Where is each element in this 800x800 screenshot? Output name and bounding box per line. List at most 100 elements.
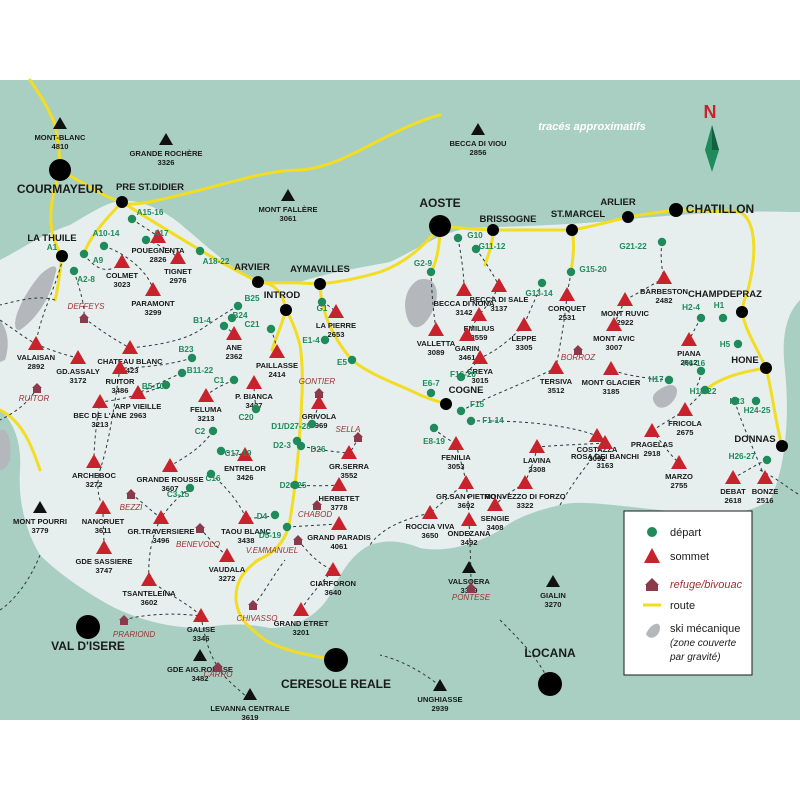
start-c20[interactable]: C20 [238, 404, 261, 422]
start-f1-14[interactable]: F1-14 [466, 416, 504, 426]
village-hone[interactable]: HONE [731, 355, 772, 374]
start-d5-19[interactable]: D5-19 [259, 522, 292, 540]
start-f16-20[interactable]: F16-20 [450, 370, 476, 382]
start-e5[interactable]: E5 [337, 355, 357, 367]
start-b1-4[interactable]: B1-4 [193, 316, 229, 331]
village-introd[interactable]: INTROD [264, 290, 301, 316]
start-h5[interactable]: H5 [720, 339, 743, 349]
start-c3-15[interactable]: C3-15 [167, 483, 195, 499]
start-c17-19[interactable]: C17-19 [216, 446, 252, 458]
hut-pontese[interactable]: PONTESE [452, 583, 491, 602]
village-champdepraz[interactable]: CHAMPDEPRAZ [688, 289, 762, 318]
start-d20-25[interactable]: D20-25 [280, 480, 307, 490]
start-a10-14[interactable]: A10-14 [93, 229, 120, 251]
start-h1[interactable]: H1 [714, 301, 728, 323]
hut-sella[interactable]: SELLA [336, 425, 363, 442]
start-d1-d27-28[interactable]: D1/D27-28 [271, 419, 317, 431]
village-cogne[interactable]: COGNE [440, 385, 483, 410]
start-g21-22[interactable]: G21-22 [619, 237, 667, 251]
start-c21[interactable]: C21 [244, 320, 276, 334]
start-h6-16[interactable]: H6-16 [683, 359, 706, 376]
village-st-marcel[interactable]: ST.MARCEL [551, 209, 606, 236]
start-g13-14[interactable]: G13-14 [525, 278, 553, 298]
town-locana[interactable]: LOCANA [524, 646, 576, 696]
start-d2-3[interactable]: D2-3 [273, 436, 302, 450]
town-aoste[interactable]: AOSTE [419, 196, 461, 237]
town-courmayeur[interactable]: COURMAYEUR [17, 159, 104, 196]
town-ceresole[interactable]: CERESOLE REALE [281, 648, 391, 691]
start-h23[interactable]: H23 [729, 396, 745, 406]
village-aymavilles[interactable]: AYMAVILLES [290, 264, 350, 290]
start-c2[interactable]: C2 [195, 426, 218, 436]
hut-deffeys[interactable]: DEFFEYS [68, 302, 106, 323]
start-e8-19[interactable]: E8-19 [423, 423, 445, 446]
hut-chivasso[interactable]: CHIVASSO [237, 600, 278, 623]
start-b23[interactable]: B23 [178, 345, 197, 363]
hut-carro[interactable]: CARRO [204, 662, 233, 679]
start-g15-20[interactable]: G15-20 [566, 265, 607, 277]
village-brissogne[interactable]: BRISSOGNE [479, 214, 537, 236]
start-c1[interactable]: C1 [214, 375, 239, 385]
start-h17[interactable]: H17 [648, 375, 674, 385]
hut-gontier[interactable]: GONTIER [299, 377, 336, 398]
start-g2-9[interactable]: G2-9 [414, 259, 436, 277]
town-val-disere[interactable]: VAL D'ISERE [51, 615, 125, 653]
hut-prariond[interactable]: PRARIOND [113, 615, 155, 639]
hut-ruitor[interactable]: RUITOR [19, 383, 50, 403]
start-d4[interactable]: D4 [257, 510, 280, 521]
hut-bezzi[interactable]: BEZZI [120, 489, 143, 512]
village-arvier[interactable]: ARVIER [234, 262, 270, 288]
start-b11-22[interactable]: B11-22 [177, 366, 214, 378]
start-a15-16[interactable]: A15-16 [127, 208, 164, 224]
start-a18-22[interactable]: A18-22 [195, 246, 230, 266]
